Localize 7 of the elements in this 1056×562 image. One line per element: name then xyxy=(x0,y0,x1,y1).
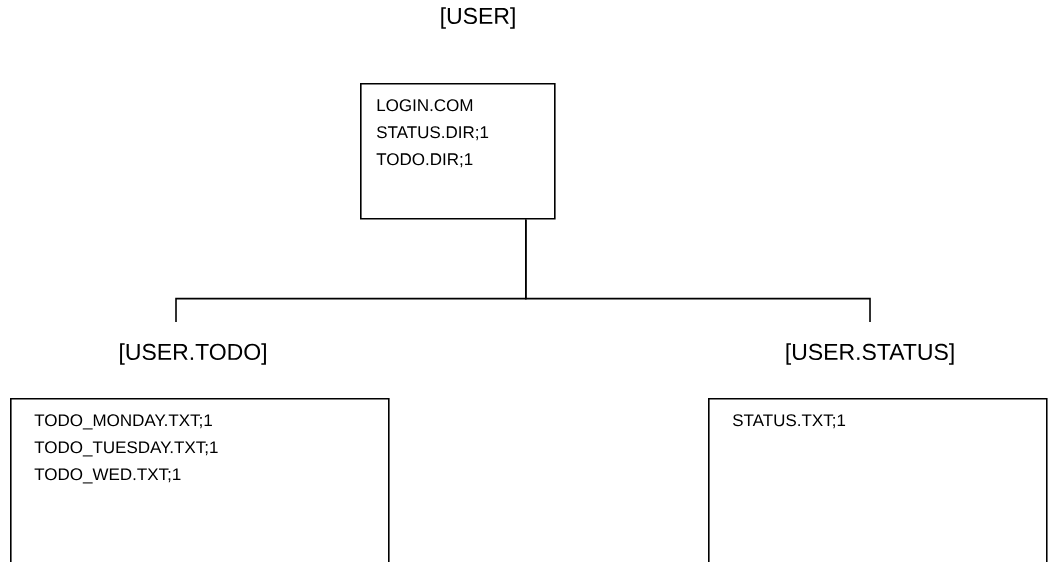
directory-heading: [USER.STATUS] xyxy=(786,343,954,365)
tree-connector xyxy=(525,218,871,323)
directory-heading: [USER.TODO] xyxy=(120,343,266,365)
directory-heading: [USER] xyxy=(441,7,515,29)
directory-box: LOGIN.COM STATUS.DIR;1 TODO.DIR;1 xyxy=(360,83,556,220)
directory-box: TODO_MONDAY.TXT;1 TODO_TUESDAY.TXT;1 TODO_WED.TXT;1 xyxy=(10,398,390,562)
directory-box: STATUS.TXT;1 xyxy=(708,398,1048,562)
